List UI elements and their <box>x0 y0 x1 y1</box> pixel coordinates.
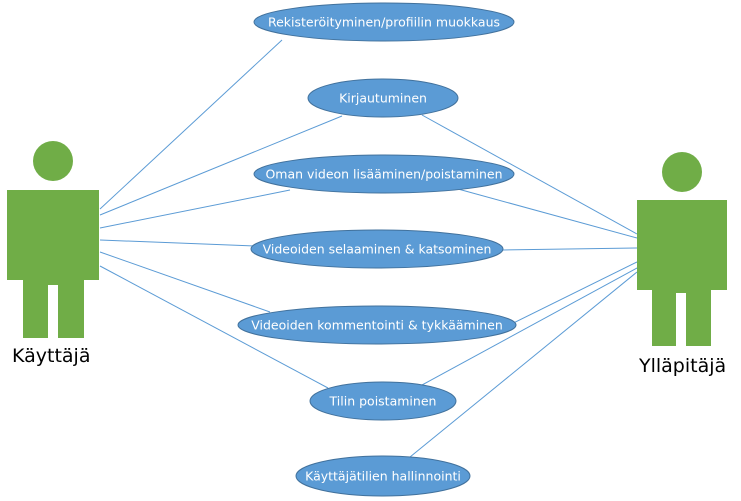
use-case-label: Käyttäjätilien hallinnointi <box>305 469 461 484</box>
actor-user-body <box>7 190 99 338</box>
use-case-uc-browse: Videoiden selaaminen & katsominen <box>250 229 504 269</box>
actor-admin-body <box>637 200 727 346</box>
association-admin-uc-delete-account <box>421 267 638 386</box>
association-user-uc-comment <box>99 251 271 313</box>
actor-user-head <box>33 141 73 181</box>
association-user-uc-browse <box>99 239 256 247</box>
use-case-ellipse <box>237 305 517 345</box>
use-case-uc-manage-accounts: Käyttäjätilien hallinnointi <box>295 455 471 497</box>
association-admin-uc-manage-accounts <box>409 271 638 458</box>
use-case-label: Oman videon lisääminen/poistaminen <box>265 167 502 182</box>
use-case-label: Tilin poistaminen <box>329 394 437 409</box>
use-cases: Rekisteröityminen/profiilin muokkausKirj… <box>237 2 517 497</box>
actor-user-figure <box>7 141 99 338</box>
use-case-uc-delete-account: Tilin poistaminen <box>309 381 457 421</box>
association-user-uc-delete-account <box>99 265 329 389</box>
use-case-ellipse <box>250 229 504 269</box>
use-case-label: Rekisteröityminen/profiilin muokkaus <box>268 15 500 30</box>
use-case-ellipse <box>307 78 459 118</box>
actor-user-label: Käyttäjä <box>12 345 91 367</box>
use-case-uc-login: Kirjautuminen <box>307 78 459 118</box>
actor-admin-label: Ylläpitäjä <box>639 355 727 377</box>
use-case-uc-add-video: Oman videon lisääminen/poistaminen <box>253 154 515 194</box>
use-case-ellipse <box>253 2 515 42</box>
association-admin-uc-browse <box>502 247 638 251</box>
use-case-ellipse <box>295 455 471 497</box>
association-user-uc-login <box>99 115 343 216</box>
association-admin-uc-login <box>421 114 638 235</box>
use-case-ellipse <box>309 381 457 421</box>
use-case-uc-register: Rekisteröityminen/profiilin muokkaus <box>253 2 515 42</box>
association-admin-uc-add-video <box>457 188 638 239</box>
use-case-label: Kirjautuminen <box>339 91 427 106</box>
association-user-uc-add-video <box>99 189 291 229</box>
use-case-ellipse <box>253 154 515 194</box>
actor-admin-figure <box>637 152 727 346</box>
use-case-label: Videoiden selaaminen & katsominen <box>263 242 492 257</box>
actor-admin-head <box>662 152 702 192</box>
association-user-uc-register <box>99 39 283 210</box>
use-case-label: Videoiden kommentointi & tykkääminen <box>251 318 503 333</box>
use-case-uc-comment: Videoiden kommentointi & tykkääminen <box>237 305 517 345</box>
